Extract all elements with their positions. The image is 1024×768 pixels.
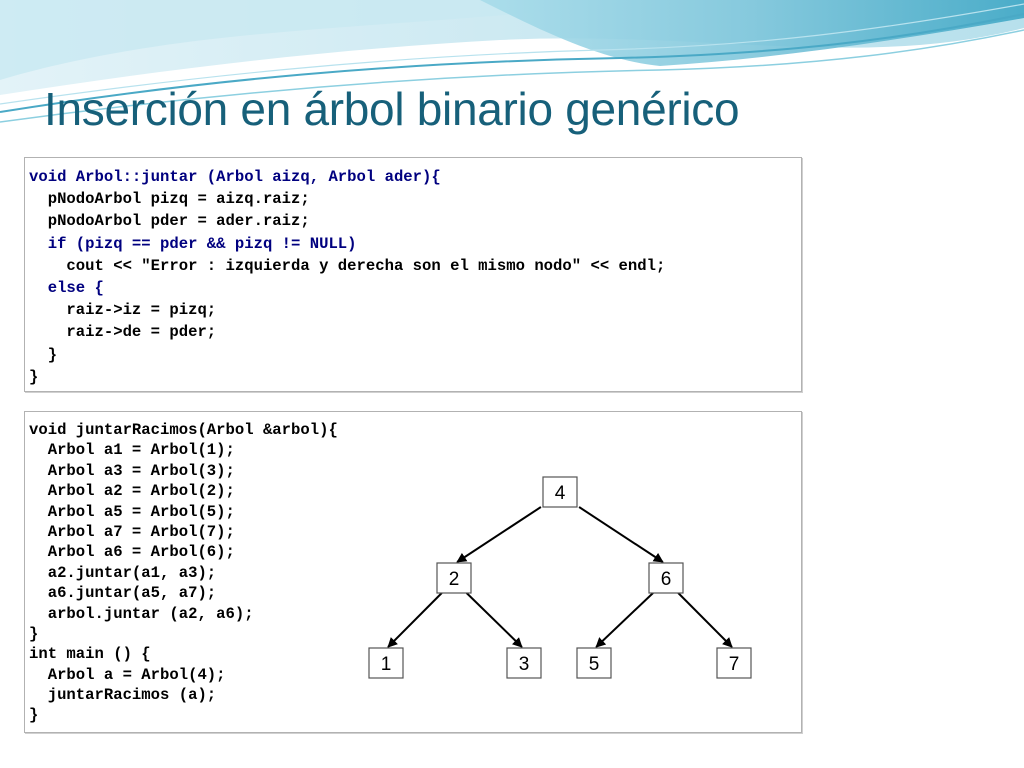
tree-node-5: 5 <box>576 647 612 679</box>
code-line: Arbol a5 = Arbol(5); <box>29 502 235 521</box>
tree-node-label: 4 <box>555 483 566 504</box>
code-line: Arbol a6 = Arbol(6); <box>29 543 235 562</box>
code-token: else { <box>29 278 104 297</box>
code-line: int main () { <box>29 645 151 664</box>
code-line: a6.juntar(a5, a7); <box>29 584 217 603</box>
code-line: a2.juntar(a1, a3); <box>29 563 217 582</box>
code-line: Arbol a3 = Arbol(3); <box>29 461 235 480</box>
tree-node-box <box>542 476 578 508</box>
tree-edge-2-1 <box>387 592 443 648</box>
code-line: void juntarRacimos(Arbol &arbol){ <box>29 421 338 439</box>
code-line: pNodoArbol pder = ader.raiz; <box>29 212 310 231</box>
code-line: cout << "Error : izquierda y derecha son… <box>29 255 797 277</box>
tree-node-box <box>436 562 472 594</box>
tree-edge-2-3 <box>465 592 523 648</box>
code-token: cout << "Error : izquierda y derecha son… <box>29 256 666 275</box>
code-line: raiz->de = pder; <box>29 323 217 342</box>
tree-edge-4-2 <box>456 506 542 563</box>
code-line: } <box>29 624 39 643</box>
code-line: Arbol a = Arbol(4); <box>29 665 226 684</box>
tree-node-label: 5 <box>589 654 600 675</box>
code-line: void Arbol::juntar (Arbol aizq, Arbol ad… <box>29 166 797 188</box>
code-line: arbol.juntar (a2, a6); <box>29 604 254 623</box>
tree-node-label: 7 <box>729 654 740 675</box>
tree-edge-6-7 <box>677 592 733 648</box>
tree-node-label: 6 <box>661 569 672 590</box>
tree-node-2: 2 <box>436 562 472 594</box>
tree-edge-4-6 <box>578 506 664 563</box>
binary-tree-diagram: 4 2 6 1 3 5 7 <box>368 476 752 679</box>
tree-node-label: 2 <box>449 569 460 590</box>
code-line: Arbol a7 = Arbol(7); <box>29 522 235 541</box>
tree-edge-6-5 <box>595 592 654 648</box>
code-line: juntarRacimos (a); <box>29 686 217 705</box>
code-block-juntar: void Arbol::juntar (Arbol aizq, Arbol ad… <box>24 157 802 392</box>
slide-title: Inserción en árbol binario genérico <box>44 83 740 135</box>
code-line: Arbol a1 = Arbol(1); <box>29 441 235 460</box>
code-line: else { <box>29 277 797 299</box>
code-line: } <box>29 367 39 386</box>
tree-node-7: 7 <box>716 647 752 679</box>
tree-node-box <box>716 647 752 679</box>
tree-node-1: 1 <box>368 647 404 679</box>
code-line: } <box>29 706 39 725</box>
tree-node-label: 3 <box>519 654 530 675</box>
code-line: pNodoArbol pizq = aizq.raiz; <box>29 190 310 209</box>
tree-node-label: 1 <box>381 654 392 675</box>
code-token: if (pizq == pder && pizq != NULL) <box>29 234 357 253</box>
code-line: } <box>29 345 58 364</box>
tree-node-6: 6 <box>648 562 684 594</box>
tree-node-3: 3 <box>506 647 542 679</box>
tree-node-box <box>648 562 684 594</box>
tree-node-box <box>368 647 404 679</box>
header-wave-art <box>0 0 1024 123</box>
tree-node-4: 4 <box>542 476 578 508</box>
code-line: raiz->iz = pizq; <box>29 301 217 320</box>
code-token: void Arbol::juntar (Arbol aizq, Arbol ad… <box>29 168 441 186</box>
code-line: if (pizq == pder && pizq != NULL) <box>29 233 797 255</box>
code-line: Arbol a2 = Arbol(2); <box>29 482 235 501</box>
tree-node-box <box>576 647 612 679</box>
tree-node-box <box>506 647 542 679</box>
